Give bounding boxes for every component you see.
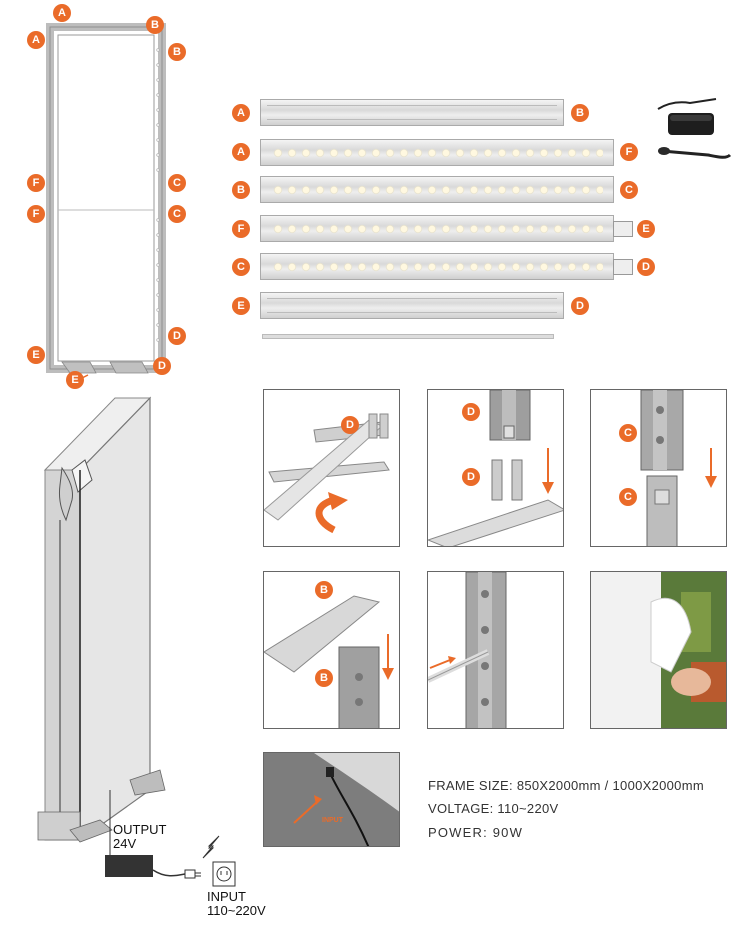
- step-panel-connect-d: [427, 389, 564, 547]
- badge-c: C: [168, 174, 186, 192]
- part-bar-fe: [260, 215, 614, 242]
- spec-voltage: VOLTAGE: 110~220V: [428, 801, 559, 816]
- badge-b: B: [168, 43, 186, 61]
- input-voltage: 110~220V: [207, 903, 266, 918]
- step-panel-connect-b: [263, 571, 400, 729]
- badge-d: D: [341, 416, 359, 434]
- connector-pin: [613, 221, 633, 237]
- badge-c: C: [619, 488, 637, 506]
- badge-e: E: [637, 220, 655, 238]
- spec-power: POWER: 90W: [428, 825, 524, 840]
- spec-frame-size: FRAME SIZE: 850X2000mm / 1000X2000mm: [428, 778, 704, 793]
- badge-f: F: [27, 174, 45, 192]
- socket-icon: [212, 861, 236, 887]
- badge-d: D: [462, 403, 480, 421]
- badge-b: B: [571, 104, 589, 122]
- step-panel-connect-c: [590, 389, 727, 547]
- input-photo-label: INPUT: [322, 817, 343, 824]
- badge-f: F: [27, 205, 45, 223]
- badge-a: A: [53, 4, 71, 22]
- badge-d: D: [462, 468, 480, 486]
- badge-e: E: [66, 371, 84, 389]
- badge-c: C: [619, 424, 637, 442]
- input-label: INPUT: [207, 889, 246, 904]
- connector-pin: [613, 259, 633, 275]
- part-bar-ed: [260, 292, 564, 319]
- output-label: OUTPUT: [113, 822, 167, 837]
- badge-b: B: [315, 581, 333, 599]
- part-bar-af: [260, 139, 614, 166]
- output-voltage: 24V: [113, 836, 137, 851]
- badge-b: B: [146, 16, 164, 34]
- wiring-svg: [105, 835, 236, 887]
- badge-a: A: [232, 143, 250, 161]
- arrow-down-icon: [542, 482, 554, 494]
- badge-f: F: [232, 220, 250, 238]
- badge-c: C: [232, 258, 250, 276]
- step-panel-rod: [427, 571, 564, 729]
- power-adapter-icon: [657, 98, 732, 159]
- badge-c: C: [620, 181, 638, 199]
- part-rod: [262, 334, 554, 339]
- badge-a: A: [232, 104, 250, 122]
- plug-icon: [184, 869, 196, 879]
- power-adapter-icon: [105, 855, 153, 877]
- part-bar-ab: [260, 99, 564, 126]
- step-photo-fabric: [590, 571, 727, 729]
- badge-d: D: [168, 327, 186, 345]
- part-bar-cd: [260, 253, 614, 280]
- badge-e: E: [27, 346, 45, 364]
- part-bar-bc: [260, 176, 614, 203]
- badge-c: C: [168, 205, 186, 223]
- badge-b: B: [232, 181, 250, 199]
- step-photo-input: INPUT: [263, 752, 400, 847]
- badge-d: D: [637, 258, 655, 276]
- badge-e: E: [232, 297, 250, 315]
- badge-f: F: [620, 143, 638, 161]
- step-panel-foot: [263, 389, 400, 547]
- badge-a: A: [27, 31, 45, 49]
- badge-b: B: [315, 669, 333, 687]
- badge-d: D: [153, 357, 171, 375]
- lightning-icon: [202, 835, 220, 859]
- badge-d: D: [571, 297, 589, 315]
